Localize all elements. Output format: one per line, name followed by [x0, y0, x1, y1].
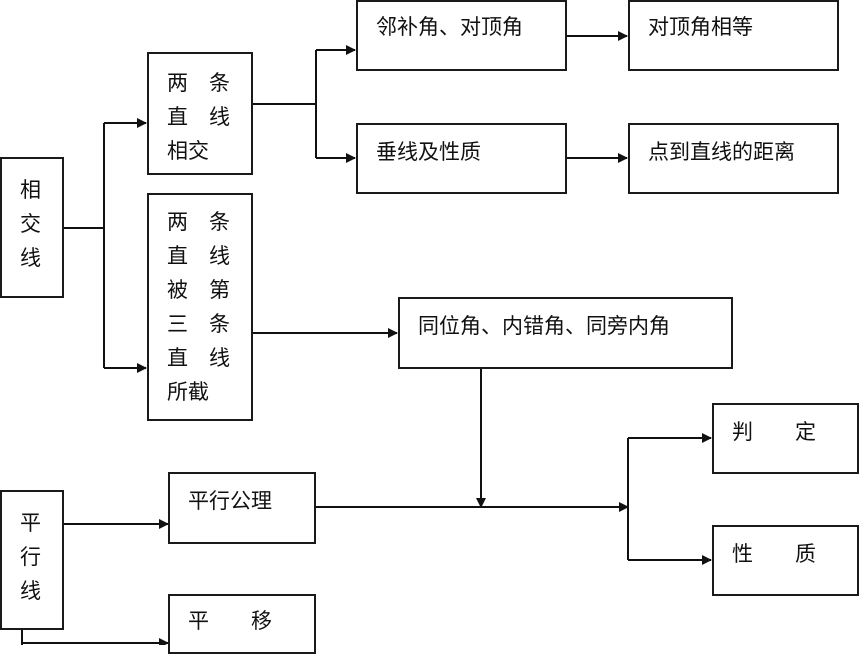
node-two-lines-cut-by-third: 两 条 直 线 被 第 三 条 直 线 所截	[147, 193, 253, 421]
node-parallel-axiom: 平行公理	[168, 472, 316, 544]
node-label: 垂线及性质	[376, 140, 481, 164]
node-label: 邻补角、对顶角	[376, 15, 523, 39]
node-angle-types: 同位角、内错角、同旁内角	[398, 297, 733, 369]
node-label: 三 条	[167, 312, 230, 336]
node-label: 同位角、内错角、同旁内角	[418, 314, 670, 338]
node-determination: 判 定	[712, 403, 859, 474]
node-label: 对顶角相等	[648, 15, 753, 39]
node-label: 两 条	[167, 71, 230, 95]
node-label: 相	[20, 178, 41, 202]
node-label: 直 线	[167, 105, 230, 129]
node-label: 直 线	[167, 346, 230, 370]
node-parallel-lines: 平 行 线	[0, 490, 64, 630]
node-label: 交	[20, 212, 41, 236]
arrow-to-translation	[21, 630, 168, 645]
node-label: 被 第	[167, 278, 230, 302]
node-label: 直 线	[167, 244, 230, 268]
node-label: 平	[20, 511, 41, 535]
node-properties: 性 质	[712, 525, 859, 596]
node-label: 线	[20, 246, 41, 270]
node-translation: 平 移	[168, 594, 316, 654]
node-label: 性 质	[732, 542, 816, 566]
node-point-line-distance: 点到直线的距离	[628, 123, 839, 194]
node-adjacent-vertical-angles: 邻补角、对顶角	[356, 0, 567, 71]
node-intersecting-lines: 相 交 线	[0, 157, 64, 298]
node-label: 相交	[167, 139, 209, 163]
node-label: 点到直线的距离	[648, 140, 795, 164]
node-label: 线	[20, 579, 41, 603]
node-perpendicular-properties: 垂线及性质	[356, 123, 567, 194]
node-label: 所截	[167, 380, 209, 404]
node-two-lines-intersect: 两 条 直 线 相交	[147, 52, 253, 175]
node-label: 两 条	[167, 210, 230, 234]
node-label: 平 移	[188, 609, 272, 633]
node-vertical-angles-equal: 对顶角相等	[628, 0, 839, 71]
node-label: 判 定	[732, 420, 816, 444]
trunk-intersecting	[64, 123, 105, 368]
node-label: 平行公理	[188, 489, 272, 513]
node-label: 行	[20, 545, 41, 569]
trunk-two-lines	[253, 50, 317, 158]
